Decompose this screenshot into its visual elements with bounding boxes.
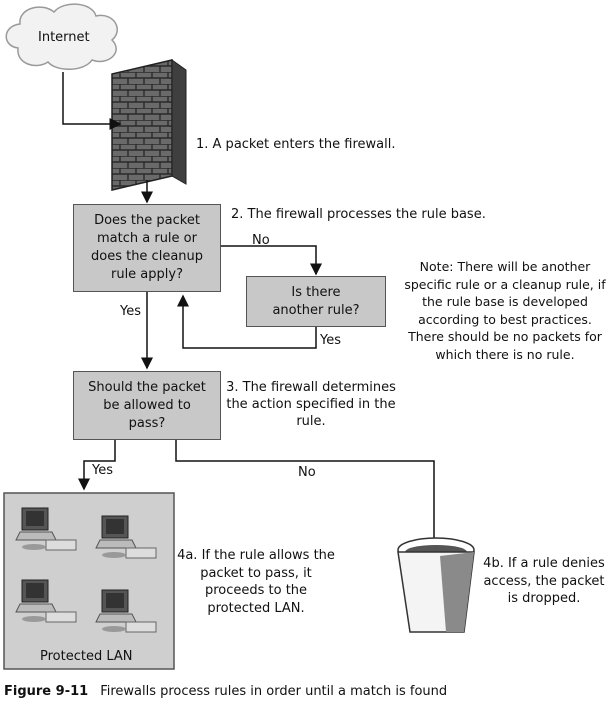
decision-another-rule: Is there another rule? — [246, 276, 386, 327]
edge-label-yes: Yes — [320, 333, 341, 348]
decision-allow-pass: Should the packet be allowed to pass? — [73, 371, 221, 440]
edge-no-to-trash — [175, 440, 440, 550]
protected-lan-label: Protected LAN — [40, 649, 133, 664]
internet-cloud — [5, 3, 118, 70]
edge-no-to-another — [220, 245, 322, 276]
computer-icon — [15, 579, 77, 623]
step-1-label: 1. A packet enters the firewall. — [196, 137, 396, 152]
figure-number: Figure 9-11 — [4, 684, 89, 699]
step-3-label: 3. The firewall determines the action sp… — [226, 380, 396, 429]
internet-label: Internet — [38, 30, 90, 45]
best-practice-note: Note: There will be another specific rul… — [404, 259, 606, 362]
computer-icon — [95, 515, 157, 559]
edge-label-no: No — [252, 233, 270, 248]
edge-yes-loop-back — [177, 294, 317, 349]
figure-caption-text: Firewalls process rules in order until a… — [100, 684, 448, 699]
edge-yes-to-lan — [78, 440, 116, 491]
computer-icon — [95, 589, 157, 633]
edge-internet-to-firewall — [62, 72, 122, 130]
figure-caption: Figure 9-11 Firewalls process rules in or… — [4, 684, 447, 699]
edge-label-yes: Yes — [120, 304, 141, 319]
trash-can-icon — [397, 537, 475, 633]
firewall-icon — [111, 59, 187, 191]
edge-label-no: No — [298, 465, 316, 480]
computer-icon — [15, 507, 77, 551]
decision-match-rule: Does the packet match a rule or does the… — [73, 204, 221, 292]
step-4a-label: 4a. If the rule allows the packet to pas… — [177, 548, 335, 616]
step-2-label: 2. The firewall processes the rule base. — [231, 207, 486, 222]
step-4b-label: 4b. If a rule denies access, the packet … — [483, 556, 605, 606]
edge-label-yes: Yes — [92, 463, 113, 478]
